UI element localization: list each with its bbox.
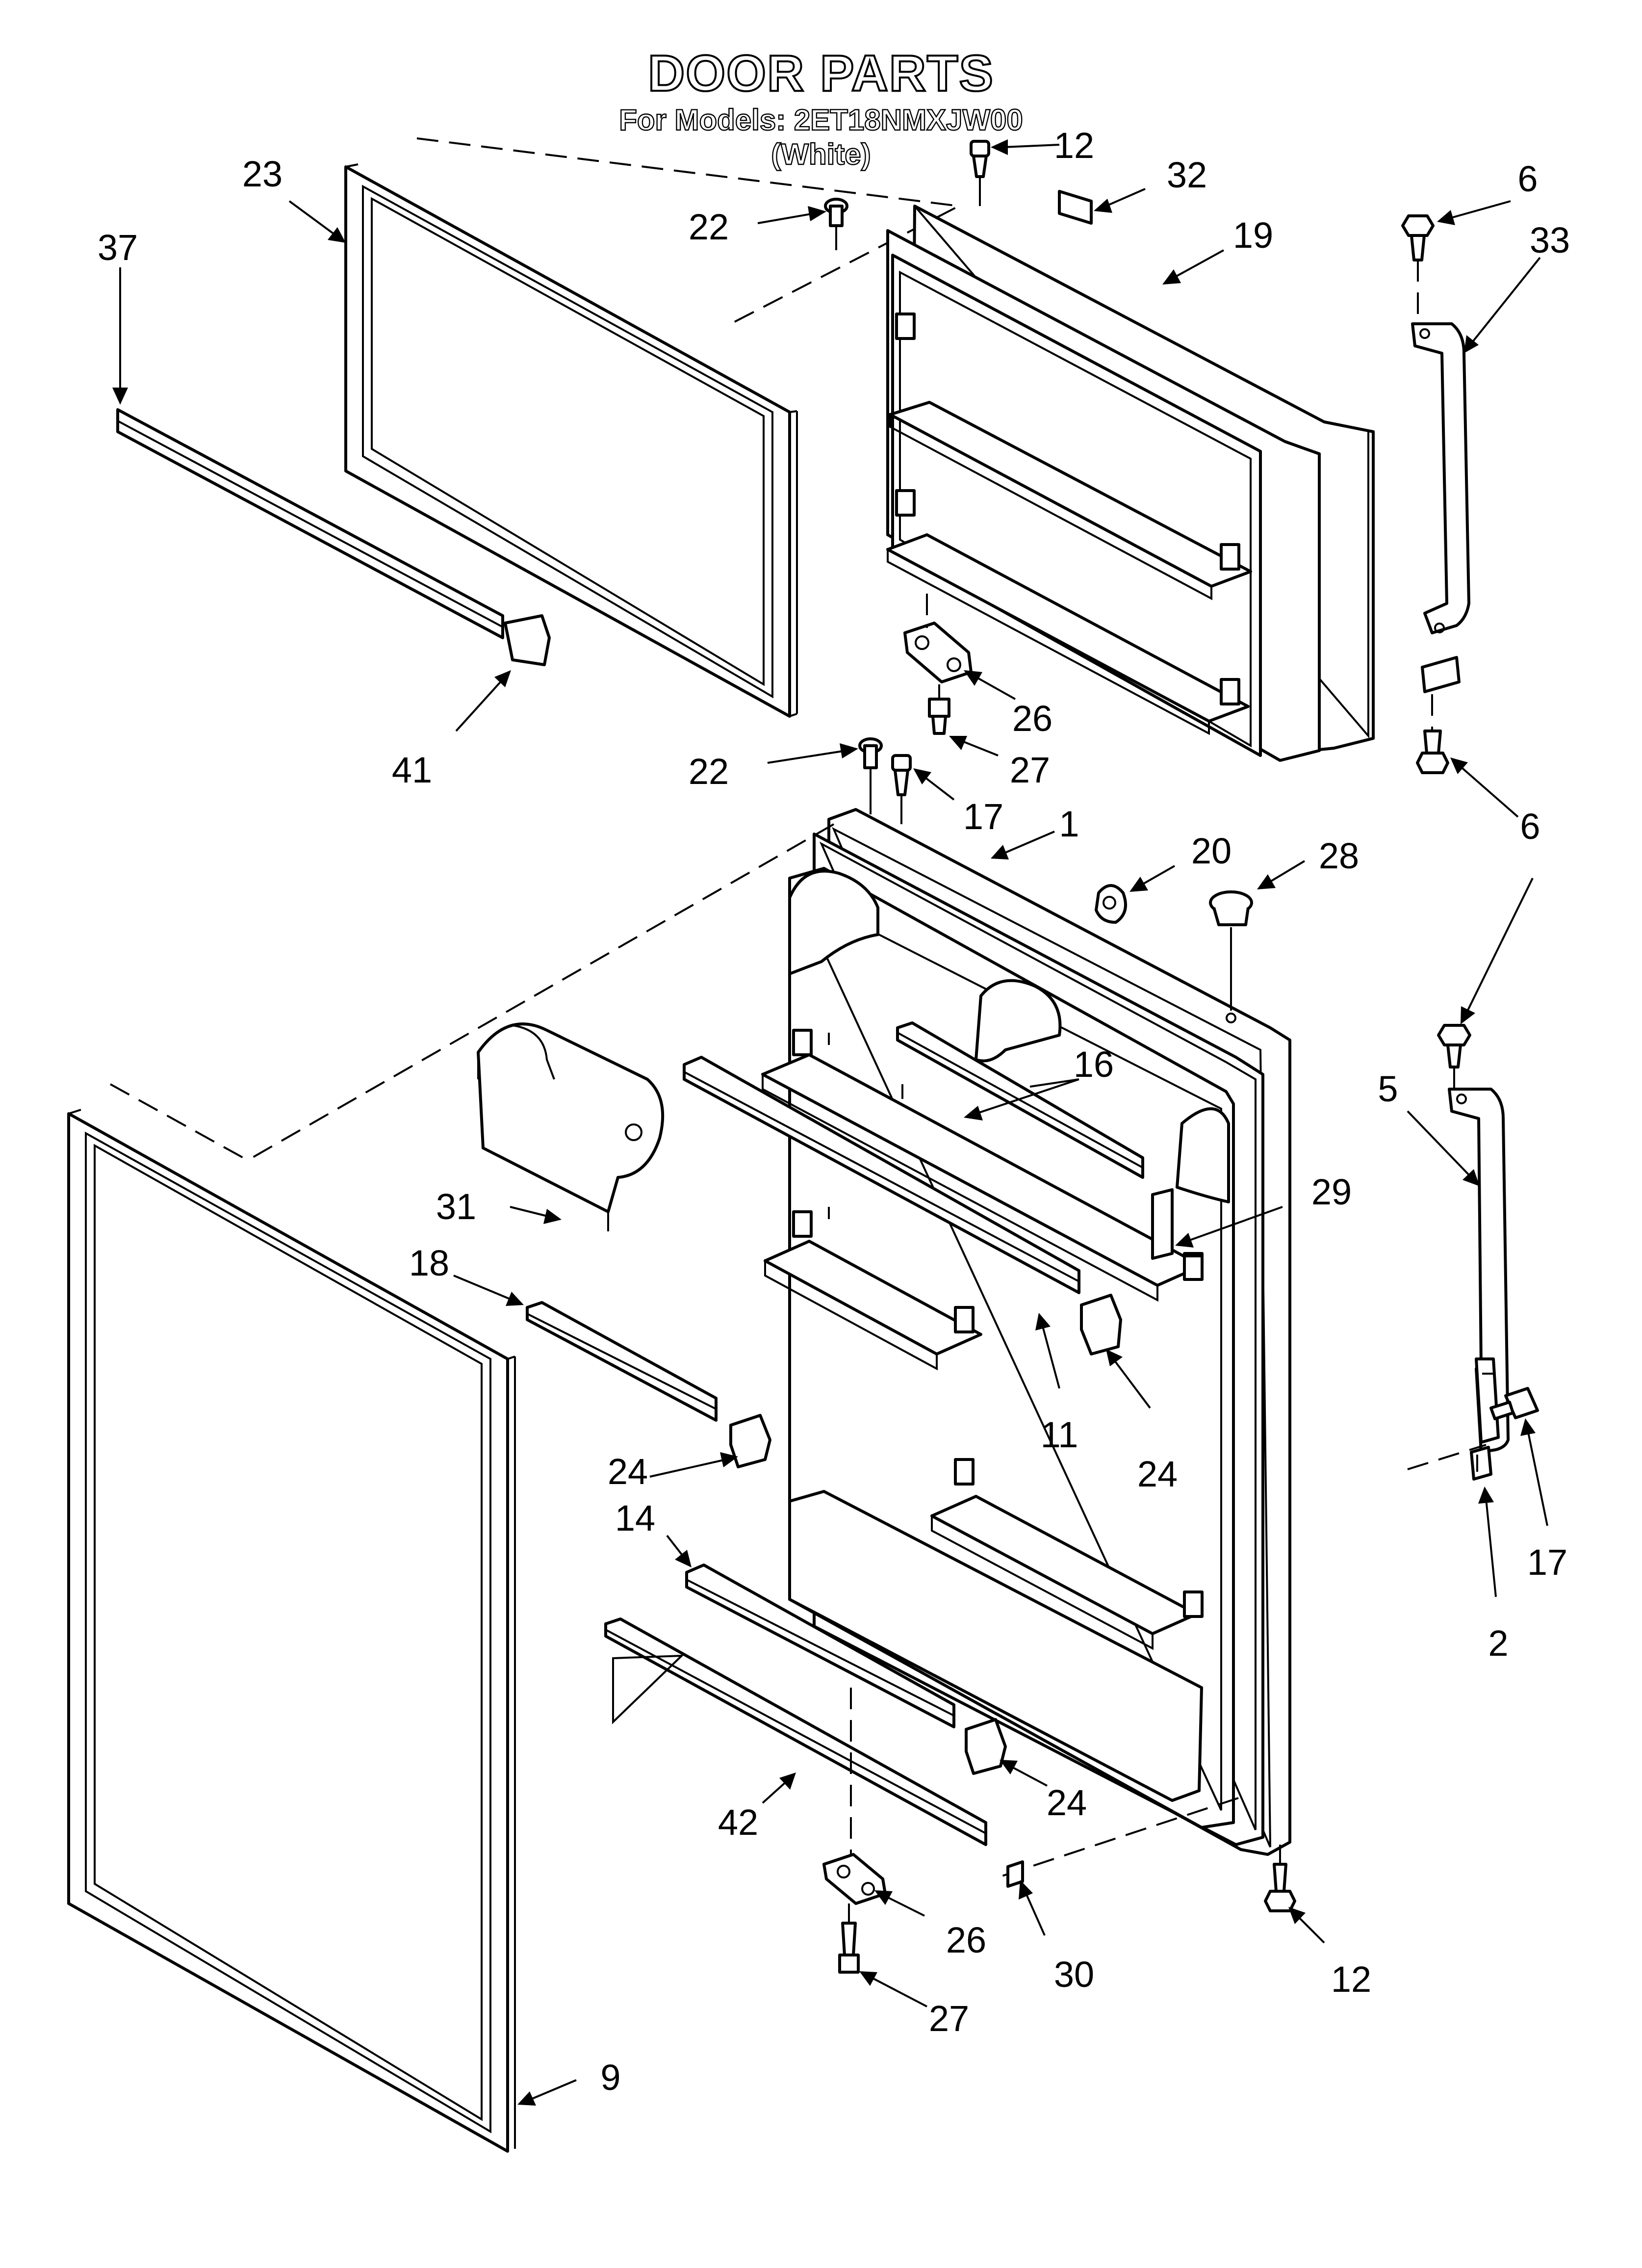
screw-part-12-top [970, 140, 990, 206]
trim-part-14 [685, 1564, 1007, 1775]
screw-part-17-top [891, 754, 912, 824]
callout-label-17-top: 17 [963, 796, 1003, 837]
freezer-door-part-19 [886, 205, 1375, 762]
plug-part-22-middle [858, 737, 883, 814]
callout-label-24-left: 24 [608, 1451, 648, 1492]
label-part-32 [1058, 190, 1093, 225]
callout-label-41: 41 [392, 750, 432, 790]
screw-part-17-bottom [1489, 1387, 1539, 1420]
callout-label-12-bottom: 12 [1331, 1959, 1371, 2000]
callout-label-23: 23 [242, 154, 282, 194]
fresh-food-gasket-part-9 [67, 1109, 516, 2153]
trim-part-42 [604, 1617, 987, 1846]
trim-part-11 [683, 1056, 1122, 1356]
callout-label-22-top: 22 [689, 207, 729, 247]
hinge-part-26-top [903, 594, 973, 683]
clip-part-2 [1470, 1446, 1492, 1481]
callout-label-6-top: 6 [1517, 158, 1538, 199]
callout-label-16: 16 [1074, 1044, 1114, 1085]
end-cap-part-30 [1006, 1860, 1024, 1888]
callout-label-9: 9 [600, 2057, 620, 2098]
callout-label-27-top: 27 [1010, 750, 1050, 790]
callout-label-17-bottom: 17 [1527, 1542, 1567, 1583]
plug-part-22-top [824, 198, 848, 250]
callout-label-32: 32 [1167, 155, 1207, 195]
callout-label-27-bottom: 27 [929, 1998, 969, 2039]
callout-label-18: 18 [409, 1243, 449, 1283]
callout-leaders [112, 139, 1548, 2106]
callout-label-24-right: 24 [1137, 1454, 1178, 1494]
callout-label-37: 37 [98, 227, 138, 268]
alignment-line-left-edge [110, 1083, 248, 1161]
alignment-line-handle-bottom [1407, 1444, 1487, 1470]
callout-label-29: 29 [1311, 1172, 1352, 1212]
callout-label-24-bottom: 24 [1047, 1782, 1087, 1823]
callout-label-42: 42 [718, 1802, 758, 1843]
callout-label-19: 19 [1233, 215, 1273, 256]
freezer-gasket-part-23 [344, 163, 798, 718]
diagram-subtitle: For Models: 2ET18NMXJW00 [619, 104, 1023, 136]
callout-label-2: 2 [1488, 1623, 1508, 1664]
alignment-line-bottom [1000, 1797, 1239, 1877]
callout-label-26-top: 26 [1012, 698, 1052, 739]
handle-part-33 [1411, 322, 1470, 693]
callout-label-12-top: 12 [1054, 125, 1094, 166]
callout-label-5: 5 [1378, 1069, 1398, 1109]
end-cap-part-29 [1151, 1188, 1174, 1260]
trim-part-18 [526, 1301, 771, 1468]
screw-part-6-middle [1416, 694, 1449, 774]
hinge-part-26-bottom [822, 1688, 887, 1905]
callout-label-28: 28 [1319, 835, 1359, 876]
callout-label-20: 20 [1191, 831, 1232, 871]
callout-label-30: 30 [1054, 1954, 1094, 1995]
callout-labels: 12 32 22 23 37 19 6 33 41 26 27 22 17 1 … [98, 125, 1570, 2098]
callout-label-31: 31 [436, 1186, 476, 1227]
trim-part-16 [896, 1021, 1144, 1179]
dairy-door-part-31 [477, 1022, 665, 1231]
handle-part-5 [1448, 1088, 1510, 1454]
callout-label-1: 1 [1059, 804, 1079, 844]
screw-part-6-bottom [1437, 1024, 1471, 1094]
alignment-line-freezer-top [416, 137, 962, 325]
bolt-part-27-bottom [838, 1903, 860, 1974]
fresh-food-door-part-1 [761, 808, 1291, 1856]
diagram-title: DOOR PARTS [648, 45, 994, 102]
freezer-trim-part-37 [116, 408, 551, 666]
callout-label-6-middle: 6 [1520, 806, 1540, 847]
callout-label-26-bottom: 26 [946, 1920, 986, 1960]
callout-label-33: 33 [1530, 220, 1570, 261]
diagram-variant: (White) [771, 138, 871, 171]
callout-label-11: 11 [1041, 1414, 1078, 1455]
plug-part-28 [1209, 890, 1253, 1023]
screw-part-6-top [1401, 214, 1435, 319]
alignment-line-fresh-food-top [247, 823, 834, 1161]
bolt-part-27-top [928, 684, 950, 735]
support-tab-part-29b [1183, 1254, 1204, 1281]
plug-part-20 [1095, 884, 1127, 924]
callout-label-22-middle: 22 [689, 751, 729, 792]
callout-label-14: 14 [615, 1498, 655, 1538]
